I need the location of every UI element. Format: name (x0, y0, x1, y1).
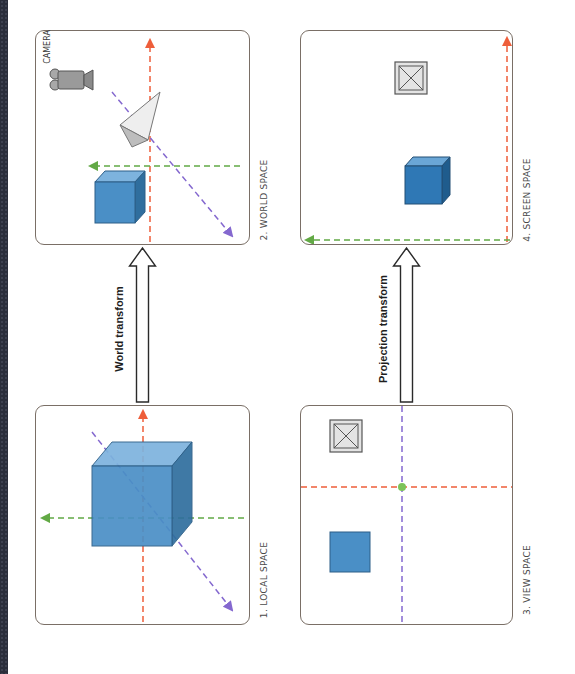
pyramid-face (120, 125, 148, 147)
cube-face (172, 442, 192, 546)
z-axis (401, 406, 403, 624)
crossed-box (395, 62, 427, 94)
panel-caption: 1. LOCAL SPACE (260, 542, 269, 618)
x-axis (506, 38, 508, 242)
crossed-box (330, 420, 362, 452)
arrow-label: Projection transform (377, 275, 388, 383)
world-scene (50, 40, 240, 242)
x-axis (301, 486, 512, 488)
slide-frame (0, 0, 8, 674)
arrow-label: World transform (113, 286, 124, 371)
cube-face (405, 166, 442, 204)
panel-caption: 2. WORLD SPACE (260, 159, 269, 240)
camera-label: CAMERA (44, 30, 52, 64)
panel-caption: 4. SCREEN SPACE (523, 158, 532, 242)
view-scene (301, 406, 512, 624)
panel-ground (300, 30, 513, 245)
panel-ground (35, 405, 250, 625)
transform-arrow (130, 248, 156, 402)
space-panel: 3. VIEW SPACE (300, 405, 513, 625)
x-axis (149, 40, 151, 242)
view-origin (398, 483, 406, 491)
screen-scene (306, 38, 510, 242)
cube-face (92, 466, 172, 546)
cube-face (95, 182, 135, 223)
cube-face (330, 532, 370, 572)
panel-ground (300, 405, 513, 625)
space-panel: 1. LOCAL SPACE (35, 405, 250, 625)
camera-icon (50, 69, 93, 90)
space-panel: 2. WORLD SPACE (35, 30, 250, 245)
panel-caption: 3. VIEW SPACE (523, 545, 532, 615)
panel-ground (35, 30, 250, 245)
z-axis (92, 432, 232, 610)
y-axis (306, 239, 510, 241)
y-axis (90, 165, 240, 167)
transform-arrow (394, 248, 420, 402)
cube-face (135, 171, 145, 223)
cube-face (442, 157, 450, 204)
space-panel: 4. SCREEN SPACE (300, 30, 513, 245)
local-scene (42, 411, 244, 622)
